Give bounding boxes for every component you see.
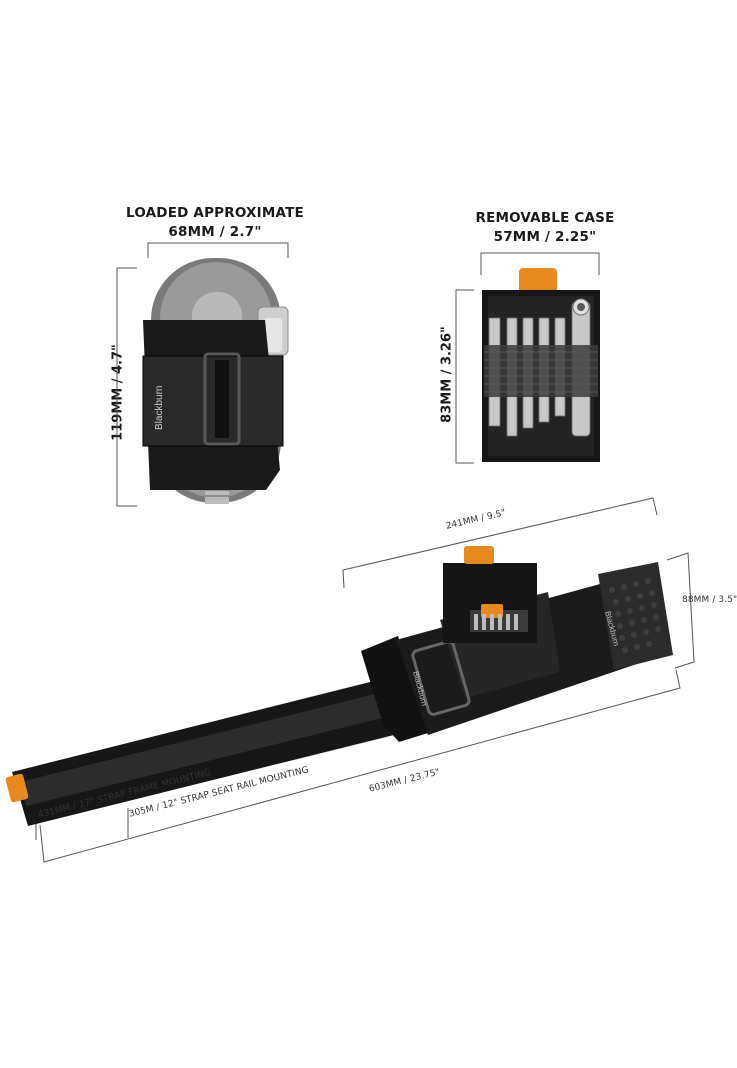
case-dimension-lines [455, 252, 600, 464]
wrap-loaded [142, 320, 284, 490]
brand-logo-loaded: Blackburn [154, 386, 165, 430]
long-strap [5, 680, 394, 826]
loaded-width-label: 68MM / 2.7" [168, 224, 262, 240]
case-width-label: 57MM / 2.25" [493, 229, 597, 245]
loaded-dimension-lines [116, 242, 289, 507]
case-title: REMOVABLE CASE [475, 210, 615, 226]
loaded-title: LOADED APPROXIMATE [126, 205, 304, 221]
wrap-body [361, 546, 673, 742]
removable-case-illustration [482, 268, 600, 462]
wrap-height-label: 88MM / 3.5" [682, 595, 737, 605]
